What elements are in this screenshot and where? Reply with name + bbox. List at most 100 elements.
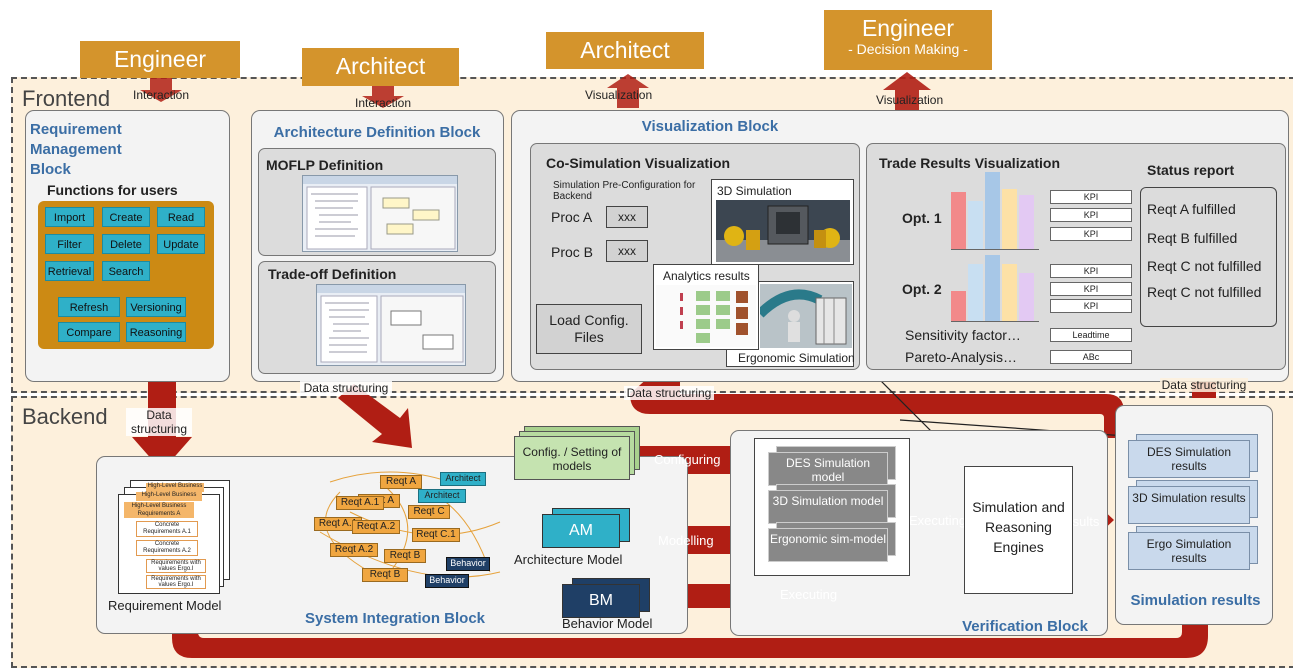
ergo-model-box: Ergonomic sim-model <box>768 528 888 562</box>
ergo-results-doc: Ergo Simulation results <box>1128 532 1250 570</box>
create-function-button[interactable]: Create <box>102 207 150 227</box>
reqt-node-4: Reqt A.1 <box>314 517 362 531</box>
tradeoff-screenshot-graphic <box>317 285 465 363</box>
status-item-2: Reqt B fulfilled <box>1147 230 1238 246</box>
architecture-block-title: Architecture Definition Block <box>273 124 481 141</box>
opt2-bar-5 <box>1019 273 1034 321</box>
des-results-doc: DES Simulation results <box>1128 440 1250 478</box>
leadtime-box: Leadtime <box>1050 328 1132 342</box>
requirement-model-label: Requirement Model <box>108 598 222 613</box>
engines-box: Simulation and Reasoning Engines <box>964 466 1073 594</box>
opt2-bar-4 <box>1002 264 1017 321</box>
executing-label-middle: Executing <box>909 513 967 528</box>
sensitivity-label: Sensitivity factor… <box>905 327 1021 343</box>
engineer-role-label: Engineer <box>113 46 207 72</box>
executing-label-bottom: Executing <box>780 587 838 602</box>
visualization-label-1: Visualization <box>585 88 653 102</box>
delete-function-button[interactable]: Delete <box>102 234 150 254</box>
interaction-label-2: Interaction <box>355 96 412 110</box>
import-function-button[interactable]: Import <box>45 207 94 227</box>
engines-label: Simulation and Reasoning Engines <box>972 499 1065 555</box>
trade-results-title: Trade Results Visualization <box>879 155 1061 171</box>
behavior-node-2: Behavior <box>425 574 469 588</box>
opt1-bar-2 <box>968 201 983 249</box>
req-doc-item-4: Concrete Requirements A.1 <box>136 521 198 537</box>
proc-b-label: Proc B <box>551 244 594 260</box>
req-doc-item-1: High-Level Business <box>146 483 204 492</box>
behavior-node-1: Behavior <box>446 557 490 571</box>
reqt-node-10: Reqt B <box>362 568 408 582</box>
versioning-function-button[interactable]: Versioning <box>126 297 186 317</box>
proc-b-value-box[interactable]: xxx <box>606 240 648 262</box>
backend-label: Backend <box>22 404 108 429</box>
req-doc-item-6: Requirements with values Ergo.I <box>146 559 206 573</box>
update-function-button[interactable]: Update <box>157 234 205 254</box>
opt1-bar-5 <box>1019 195 1034 249</box>
proc-b-value: xxx <box>618 244 636 258</box>
am-label: AM <box>569 522 593 539</box>
status-item-4: Reqt C not fulfilled <box>1147 284 1262 300</box>
data-structuring-label-4: Data structuring <box>1160 378 1248 392</box>
opt2-bar-3 <box>985 255 1000 321</box>
search-function-button[interactable]: Search <box>102 261 150 281</box>
opt1-bar-4 <box>1002 189 1017 249</box>
filter-function-button[interactable]: Filter <box>45 234 94 254</box>
pareto-label: Pareto-Analysis… <box>905 349 1018 365</box>
tradeoff-title: Trade-off Definition <box>268 266 397 282</box>
des-results-label: DES Simulation results <box>1146 445 1232 473</box>
kpi-box-5: KPI <box>1050 282 1132 296</box>
moflp-screenshot-graphic <box>303 176 457 250</box>
am-box: AM <box>542 514 620 548</box>
simulation-results-title: Simulation results <box>1130 592 1261 609</box>
compare-function-button[interactable]: Compare <box>58 322 120 342</box>
req-doc-item-3: High-Level Business Requirements A <box>124 502 194 518</box>
sim3d-model-label: 3D Simulation model <box>772 494 884 508</box>
abc-box: ABc <box>1050 350 1132 364</box>
modelling-label: Modelling <box>658 533 714 548</box>
ergo-results-label: Ergo Simulation results <box>1146 537 1232 565</box>
proc-a-value-box[interactable]: xxx <box>606 206 648 228</box>
opt2-bar-2 <box>968 264 983 321</box>
data-structuring-label-3: Data structuring <box>624 386 714 400</box>
req-doc-item-2: High-Level Business <box>136 492 202 501</box>
sim3d-model-box: 3D Simulation model <box>768 490 888 524</box>
kpi-box-1: KPI <box>1050 190 1132 204</box>
reqt-node-5: Reqt A.2 <box>352 520 400 534</box>
des-model-box: DES Simulation model <box>768 452 888 486</box>
data-structuring-label-2: Data structuring <box>300 381 392 395</box>
engineer-decision-label: Engineer <box>861 15 955 41</box>
functions-title: Functions for users <box>47 182 178 198</box>
opt1-bars <box>951 172 1039 250</box>
refresh-function-button[interactable]: Refresh <box>58 297 120 317</box>
status-report-box <box>1140 187 1277 327</box>
opt2-label: Opt. 2 <box>902 281 942 297</box>
opt1-label: Opt. 1 <box>902 210 942 226</box>
proc-a-value: xxx <box>618 210 636 224</box>
verification-title: Verification Block <box>962 618 1088 635</box>
load-config-button[interactable]: Load Config. Files <box>536 304 642 354</box>
ergo-model-label: Ergonomic sim-model <box>769 532 887 546</box>
preconfig-label: Simulation Pre-Configuration for Backend <box>553 180 696 202</box>
interaction-label-1: Interaction <box>133 88 190 102</box>
visualization-block-title: Visualization Block <box>641 118 779 135</box>
retrieval-function-button[interactable]: Retrieval <box>45 261 94 281</box>
sim3d-results-label: 3D Simulation results <box>1132 491 1246 505</box>
analytics-label: Analytics results <box>663 269 750 283</box>
architect-role-box: Architect <box>302 48 459 86</box>
req-doc-item-5: Concrete Requirements A.2 <box>136 540 198 556</box>
status-item-3: Reqt C not fulfilled <box>1147 258 1262 274</box>
read-function-button[interactable]: Read <box>157 207 205 227</box>
config-setting-box: Config. / Setting of models <box>514 436 630 480</box>
reasoning-function-button[interactable]: Reasoning <box>126 322 186 342</box>
opt1-bar-1 <box>951 192 966 249</box>
reqt-node-8: Reqt C.1 <box>412 528 460 542</box>
kpi-box-2: KPI <box>1050 208 1132 222</box>
kpi-box-4: KPI <box>1050 264 1132 278</box>
configuring-label: Configuring <box>654 452 721 467</box>
kpi-box-3: KPI <box>1050 227 1132 241</box>
engineer-decision-role-box: Engineer- Decision Making - <box>824 10 992 70</box>
kpi-box-6: KPI <box>1050 299 1132 313</box>
requirement-block-title: Requirement Management Block <box>30 121 122 178</box>
architect-role-label-2: Architect <box>580 37 670 63</box>
load-config-label: Load Config. Files <box>549 312 629 345</box>
